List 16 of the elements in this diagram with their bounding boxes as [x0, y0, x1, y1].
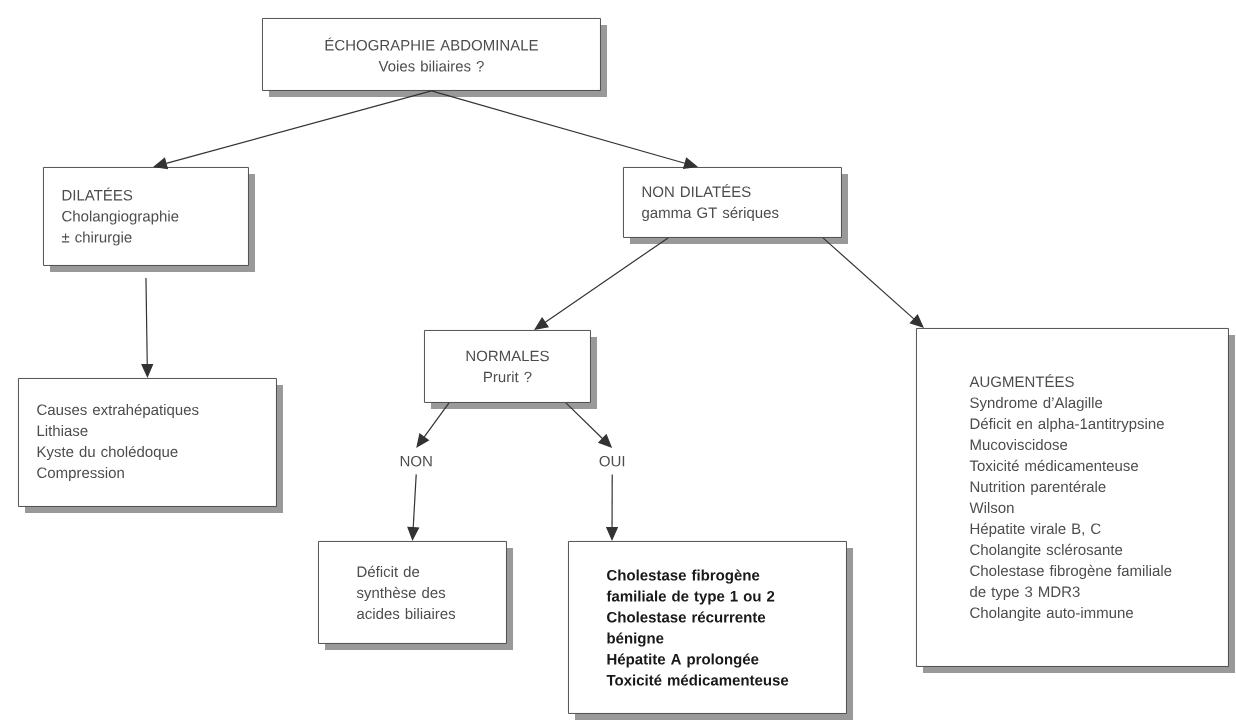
- text-box: Déficit de synthèse des acides biliaires: [318, 541, 513, 650]
- text-box: DILATÉES Cholangiographie ± chirurgie: [43, 167, 255, 272]
- arrow: [416, 402, 450, 448]
- text-box: NORMALES Prurit ?: [424, 330, 597, 409]
- text-box: NON DILATÉES gamma GT sériques: [623, 167, 848, 244]
- text-box: Causes extrahépatiques Lithiase Kyste du cholédoque Compression: [18, 378, 283, 513]
- arrow: [141, 277, 154, 378]
- branch-label: OUI: [599, 455, 625, 467]
- arrow: [822, 237, 924, 328]
- branch-label: NON: [400, 455, 432, 467]
- arrow: [153, 90, 433, 170]
- text-box: Cholestase fibrogène familiale de type 1 ou 2 Cholestase récurrente bénigne Hépatite A prolongée Toxicité médicamenteuse: [568, 541, 853, 720]
- arrow: [534, 237, 669, 330]
- text-box: ÉCHOGRAPHIE ABDOMINALE Voies biliaires ?: [262, 18, 607, 97]
- arrow: [407, 473, 420, 541]
- text-box: AUGMENTÉES Syndrome d’Alagille Déficit en alpha-1antitrypsine Mucoviscidose Toxicité médicamenteuse Nutrition parentérale Wilson Hépatite virale B, C Cholangite sclérosante Cholestase fibrogène familiale de type 3 MDR3 Cholangite auto-immune: [916, 328, 1235, 673]
